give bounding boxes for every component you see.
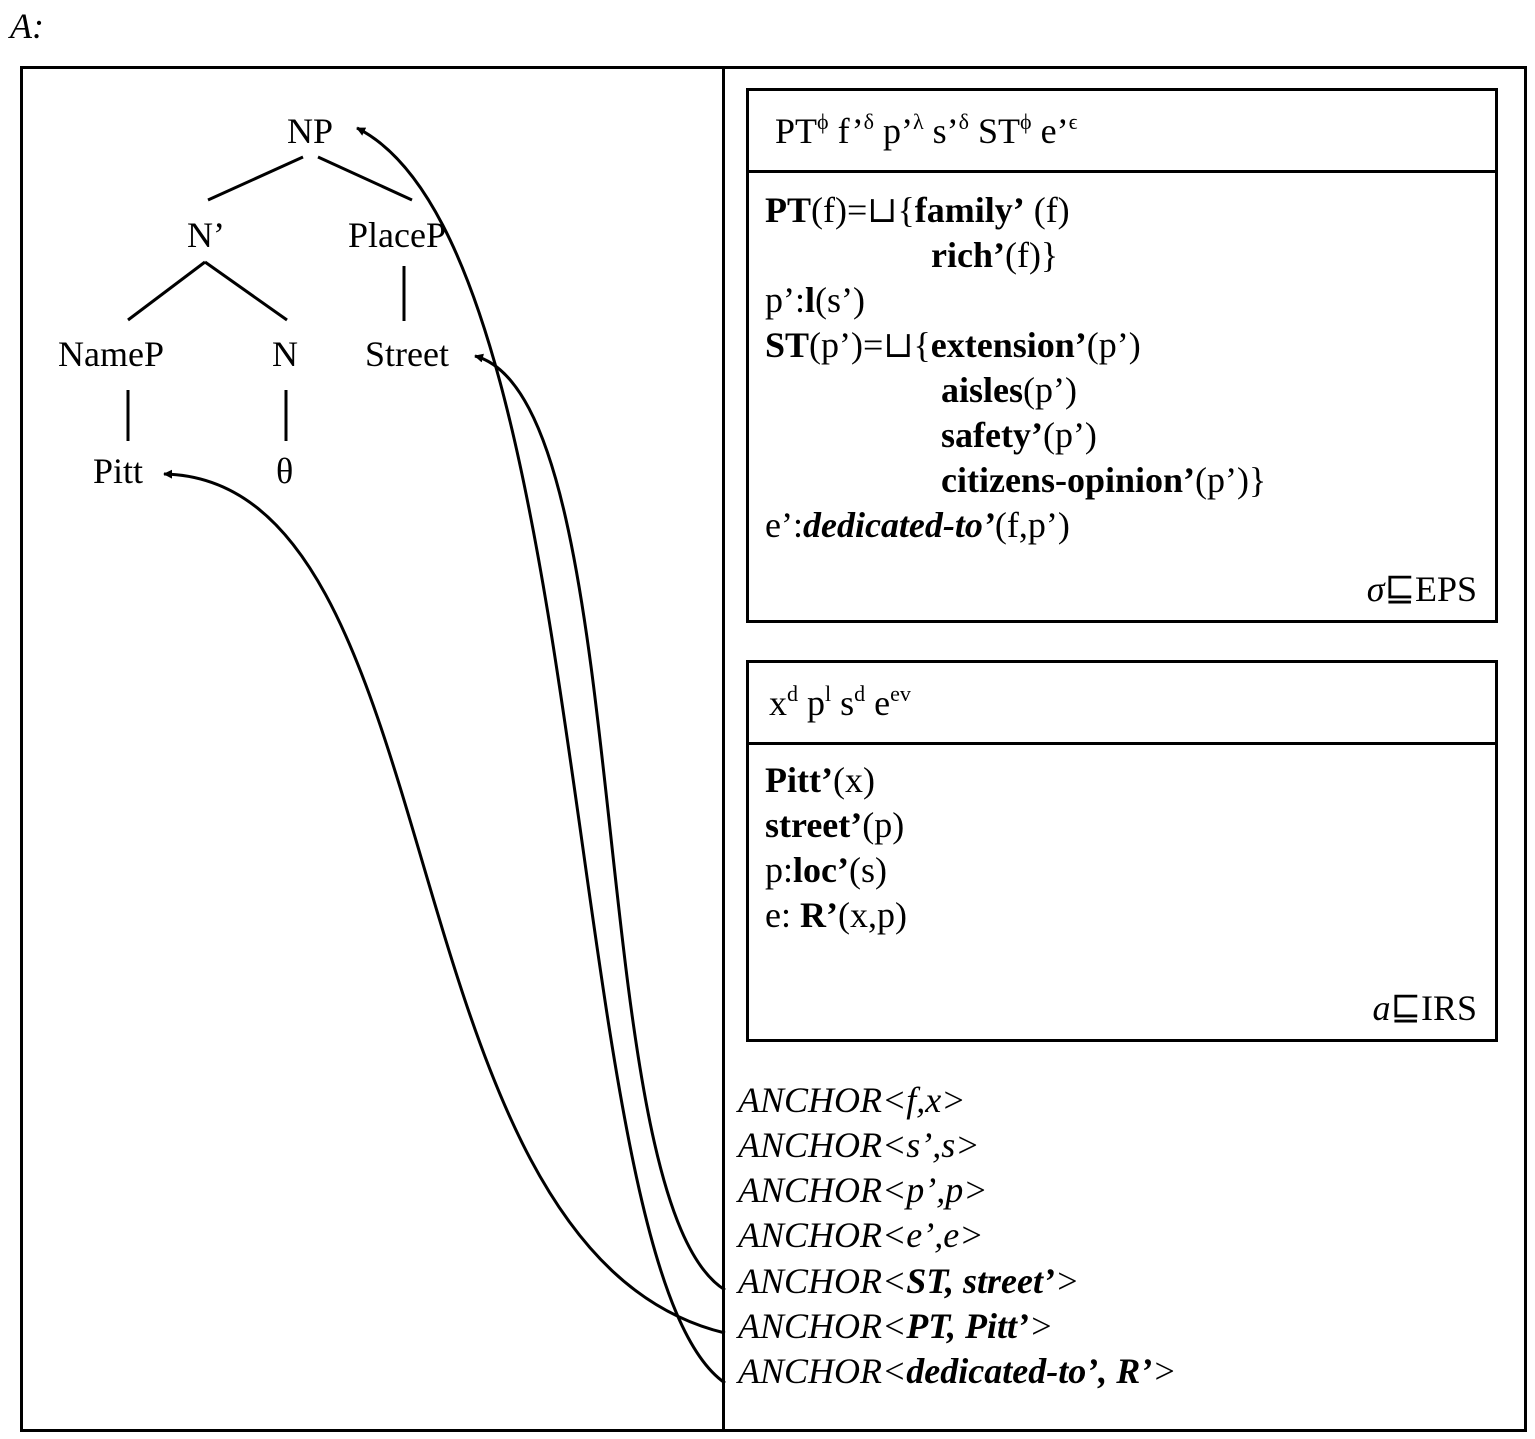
anchor-p-p: ANCHOR<p’,p> — [738, 1170, 988, 1210]
link-dedicated-to-np — [356, 126, 726, 1385]
eps-condition-location: p’:l(s’) — [765, 280, 865, 320]
eps-header: PTϕ f’δ p’λ s’δ STϕ e’ϵ — [749, 91, 1495, 173]
node-namep: NameP — [58, 334, 164, 374]
figure-label: A: — [10, 6, 44, 46]
node-placep: PlaceP — [348, 215, 446, 255]
branch-np-placep — [317, 155, 413, 202]
node-theta: θ — [276, 451, 294, 491]
irs-condition-location: p:loc’(s) — [765, 850, 887, 890]
irs-label: a⊑IRS — [1372, 988, 1477, 1028]
eps-condition-st: ST(p’)=⊔{extension’(p’) — [765, 325, 1141, 365]
link-pt-pitt — [163, 469, 726, 1335]
eps-box: PTϕ f’δ p’λ s’δ STϕ e’ϵ PT(f)=⊔{family’ … — [746, 88, 1498, 623]
node-nbar: N’ — [187, 215, 225, 255]
branch-nbar-n — [204, 260, 288, 322]
node-n: N — [272, 334, 298, 374]
branch-np-nbar — [207, 155, 304, 202]
eps-condition-safety: safety’(p’) — [941, 415, 1097, 455]
anchor-f-x: ANCHOR<f,x> — [738, 1080, 966, 1120]
irs-discourse-referents: xd pl sd eev — [769, 681, 911, 723]
column-divider — [722, 66, 725, 1432]
node-np: NP — [287, 111, 334, 151]
eps-condition-citizens-opinion: citizens-opinion’(p’)} — [941, 460, 1267, 500]
eps-condition-rich: rich’(f)} — [931, 235, 1059, 275]
link-st-street — [474, 353, 726, 1292]
irs-condition-pitt: Pitt’(x) — [765, 760, 875, 800]
eps-condition-pt: PT(f)=⊔{family’ (f) — [765, 190, 1070, 230]
eps-label: σ⊑EPS — [1366, 569, 1477, 609]
outer-frame — [20, 66, 1527, 1432]
anchor-pt-pitt: ANCHOR<PT, Pitt’> — [738, 1306, 1054, 1346]
anchor-dedicated-to-r: ANCHOR<dedicated-to’, R’> — [738, 1351, 1177, 1391]
branch-nbar-namep — [127, 260, 206, 322]
node-pitt: Pitt — [93, 451, 144, 491]
node-street: Street — [365, 334, 449, 374]
eps-condition-dedicated-to: e’:dedicated-to’(f,p’) — [765, 505, 1070, 545]
irs-box: xd pl sd eev Pitt’(x) street’(p) p:loc’(… — [746, 660, 1498, 1042]
irs-condition-relation: e: R’(x,p) — [765, 895, 907, 935]
anchor-st-street: ANCHOR<ST, street’> — [738, 1261, 1080, 1301]
eps-condition-aisles: aisles(p’) — [941, 370, 1077, 410]
eps-discourse-referents: PTϕ f’δ p’λ s’δ STϕ e’ϵ — [775, 109, 1078, 151]
anchor-e-e: ANCHOR<e’,e> — [738, 1215, 984, 1255]
irs-header: xd pl sd eev — [749, 663, 1495, 745]
irs-condition-street: street’(p) — [765, 805, 905, 845]
anchor-s-s: ANCHOR<s’,s> — [738, 1125, 980, 1165]
